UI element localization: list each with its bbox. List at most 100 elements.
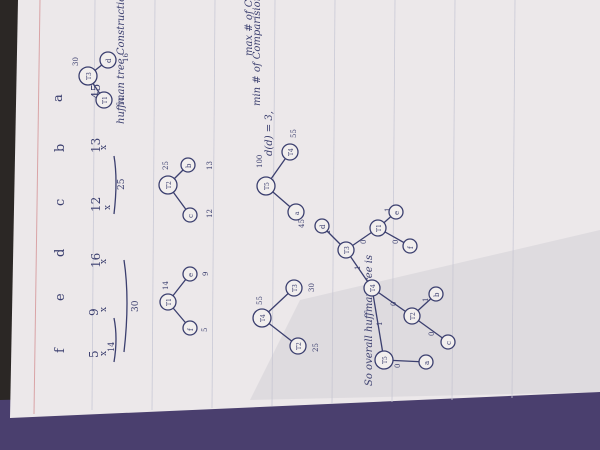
step4-root: T4 — [260, 314, 267, 322]
step4-root-node — [252, 308, 272, 328]
merge-d-ef: 30 — [131, 300, 141, 312]
ruled-lines — [91, 0, 516, 411]
step3-root-value: 30 — [72, 57, 80, 66]
final-node-t4 — [363, 279, 381, 297]
step5-root-value: 100 — [256, 155, 264, 168]
step2-right: b — [185, 163, 193, 168]
freq-b: 13 — [89, 138, 103, 153]
letters-row: a b c d e f — [51, 94, 68, 353]
bit-root-left: 0 — [394, 364, 402, 368]
bit-root-right: 1 — [376, 322, 384, 326]
letter-d: d — [53, 249, 68, 257]
final-tree: 0 1 0 1 0 1 0 1 0 1 T5 a T4 T2 c b T3 d … — [314, 204, 456, 370]
step3-left: T1 — [102, 96, 109, 104]
bit-t2-left: 0 — [428, 332, 436, 336]
step5-left: a — [294, 211, 301, 215]
step2-root-node — [158, 175, 178, 195]
bit-t1-right: 1 — [384, 208, 392, 212]
final-c-label: c — [445, 341, 453, 345]
final-t1-label: T1 — [376, 224, 383, 232]
step2-left: c — [187, 214, 195, 218]
step4-left: T2 — [296, 342, 303, 350]
bit-t4-right: 1 — [354, 266, 362, 270]
bit-t3-left: 0 — [360, 240, 368, 244]
step5-right-value: 55 — [290, 129, 298, 138]
step2-root-value: 25 — [162, 161, 170, 170]
results: max # of Comparisions = 5 min # of Compa… — [244, 0, 275, 156]
freq-d: 16 — [89, 253, 103, 268]
final-node-t5 — [374, 350, 394, 370]
step5-left-node — [287, 203, 305, 221]
merge-e-f: 14 — [107, 342, 116, 352]
brace-b-c — [113, 155, 117, 215]
step5-left-value: 45 — [298, 219, 306, 228]
step3-root-node — [78, 66, 98, 86]
step3-right-node — [99, 51, 117, 69]
overall-label: So overall huffman tree is — [364, 255, 375, 386]
final-node-f — [402, 238, 418, 254]
result-min: min # of Comparisions = 2 — [252, 0, 263, 106]
final-t2-label: T2 — [410, 312, 417, 320]
cross-marks: x x x x x — [99, 145, 113, 356]
bit-t4-left: 0 — [390, 302, 398, 306]
step2-left-value: 12 — [206, 209, 214, 218]
step1-tree: T1 14 e 9 f 5 — [159, 266, 210, 336]
step5-root: T5 — [264, 182, 271, 190]
step3-right-value: 16 — [122, 53, 130, 62]
brace-e-f — [113, 317, 117, 363]
freq-f: 5 — [87, 350, 101, 358]
final-node-t3 — [337, 241, 355, 259]
final-a-label: a — [423, 361, 431, 365]
step2-root: T2 — [166, 181, 173, 189]
final-node-a — [418, 354, 434, 370]
step1-root-node — [159, 293, 177, 311]
heading: huffman tree Construction — [116, 0, 127, 124]
final-b-label: b — [433, 292, 441, 297]
cross-d: x — [99, 259, 109, 264]
step4-right: T3 — [292, 284, 299, 292]
step1-right: e — [187, 273, 195, 277]
result-d: d(d) = 3, — [264, 111, 275, 156]
cross-c: x — [103, 205, 113, 210]
step1-right-value: 9 — [202, 272, 210, 276]
step1-left: f — [187, 327, 195, 331]
step2-right-value: 13 — [206, 161, 214, 170]
final-node-e — [388, 204, 404, 220]
brace-d-ef — [123, 259, 128, 353]
final-t3-label: T3 — [344, 246, 351, 254]
step4-right-node — [285, 279, 303, 297]
step1-left-value: 5 — [201, 328, 209, 332]
bit-t2-right: 1 — [422, 298, 430, 302]
letter-e: e — [53, 293, 68, 301]
step3-root: T3 — [86, 72, 93, 80]
final-node-t2 — [403, 307, 421, 325]
step5-tree: T5 100 T4 55 a 45 — [256, 129, 306, 228]
step1-root-value: 14 — [162, 281, 170, 290]
step1-root: T1 — [166, 298, 173, 306]
bit-t1-left: 0 — [392, 240, 400, 244]
margin-line — [33, 0, 41, 415]
final-d-label: d — [319, 224, 327, 229]
shadow — [250, 230, 600, 400]
step2-tree: T2 25 b 13 c 12 — [158, 157, 214, 223]
step2-left-node — [182, 207, 198, 223]
final-node-b — [428, 286, 444, 302]
cross-b: x — [99, 145, 109, 150]
cross-e: x — [99, 307, 109, 312]
step5-right-node — [281, 143, 299, 161]
step4-left-node — [289, 337, 307, 355]
bit-t3-right: 1 — [324, 230, 332, 234]
freq-e: 9 — [87, 308, 101, 316]
step1-right-node — [182, 266, 198, 282]
step4-left-value: 25 — [312, 343, 320, 352]
final-node-d — [314, 218, 330, 234]
step1-left-node — [182, 320, 198, 336]
step4-right-value: 30 — [308, 283, 316, 292]
letter-b: b — [53, 144, 68, 152]
final-t5-label: T5 — [382, 356, 389, 364]
final-e-label: e — [393, 211, 401, 215]
step3-left-node — [95, 91, 113, 109]
cross-f: x — [99, 351, 109, 356]
result-max: max # of Comparisions = 5 — [244, 0, 255, 56]
